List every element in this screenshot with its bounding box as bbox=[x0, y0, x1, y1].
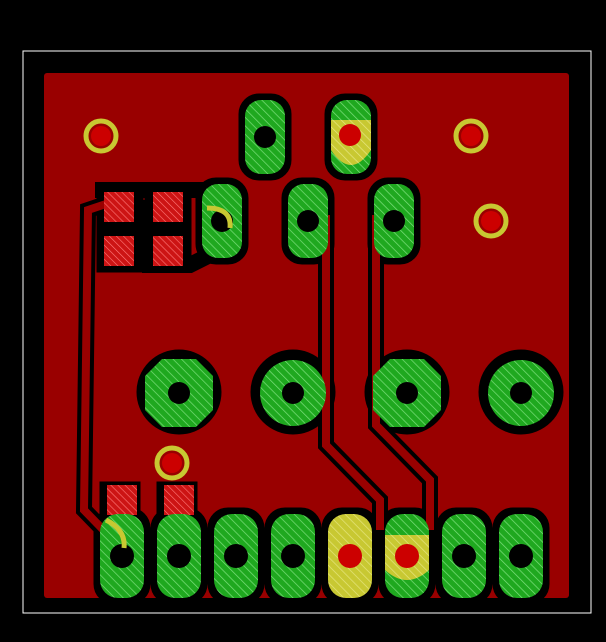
header-pads bbox=[202, 100, 414, 258]
bottom-pads bbox=[100, 514, 543, 598]
bottom-pin-2[interactable] bbox=[157, 514, 201, 598]
smd-pad[interactable] bbox=[104, 236, 134, 266]
bottom-pin-4[interactable] bbox=[271, 514, 315, 598]
via[interactable] bbox=[453, 118, 489, 154]
bottom-pin-5[interactable] bbox=[328, 514, 372, 598]
header-pin-5[interactable] bbox=[374, 184, 414, 258]
trace-1[interactable] bbox=[322, 215, 384, 530]
header-pin-1[interactable] bbox=[245, 100, 285, 174]
bottom-pin-3[interactable] bbox=[214, 514, 258, 598]
smd-pad[interactable] bbox=[164, 485, 194, 515]
header-pin-2[interactable] bbox=[331, 100, 371, 174]
round-pad-3[interactable] bbox=[373, 359, 441, 427]
vias bbox=[83, 118, 509, 481]
round-pad-2[interactable] bbox=[260, 360, 326, 426]
bottom-pin-1[interactable] bbox=[100, 514, 144, 598]
header-pin-3[interactable] bbox=[202, 184, 242, 258]
header-pin-4[interactable] bbox=[288, 184, 328, 258]
round-pads bbox=[145, 359, 554, 427]
via[interactable] bbox=[83, 118, 119, 154]
smd-pad[interactable] bbox=[107, 485, 137, 515]
bottom-pin-6[interactable] bbox=[385, 514, 429, 598]
board-outline bbox=[22, 50, 592, 614]
bottom-pin-7[interactable] bbox=[442, 514, 486, 598]
smd-pad[interactable] bbox=[153, 192, 183, 222]
bottom-pin-8[interactable] bbox=[499, 514, 543, 598]
trace-2[interactable] bbox=[372, 215, 434, 530]
smd-pad[interactable] bbox=[153, 236, 183, 266]
round-pad-4[interactable] bbox=[488, 360, 554, 426]
round-pad-1[interactable] bbox=[145, 359, 213, 427]
smd-pads bbox=[104, 192, 194, 515]
via[interactable] bbox=[154, 445, 190, 481]
via[interactable] bbox=[473, 203, 509, 239]
smd-pad[interactable] bbox=[104, 192, 134, 222]
